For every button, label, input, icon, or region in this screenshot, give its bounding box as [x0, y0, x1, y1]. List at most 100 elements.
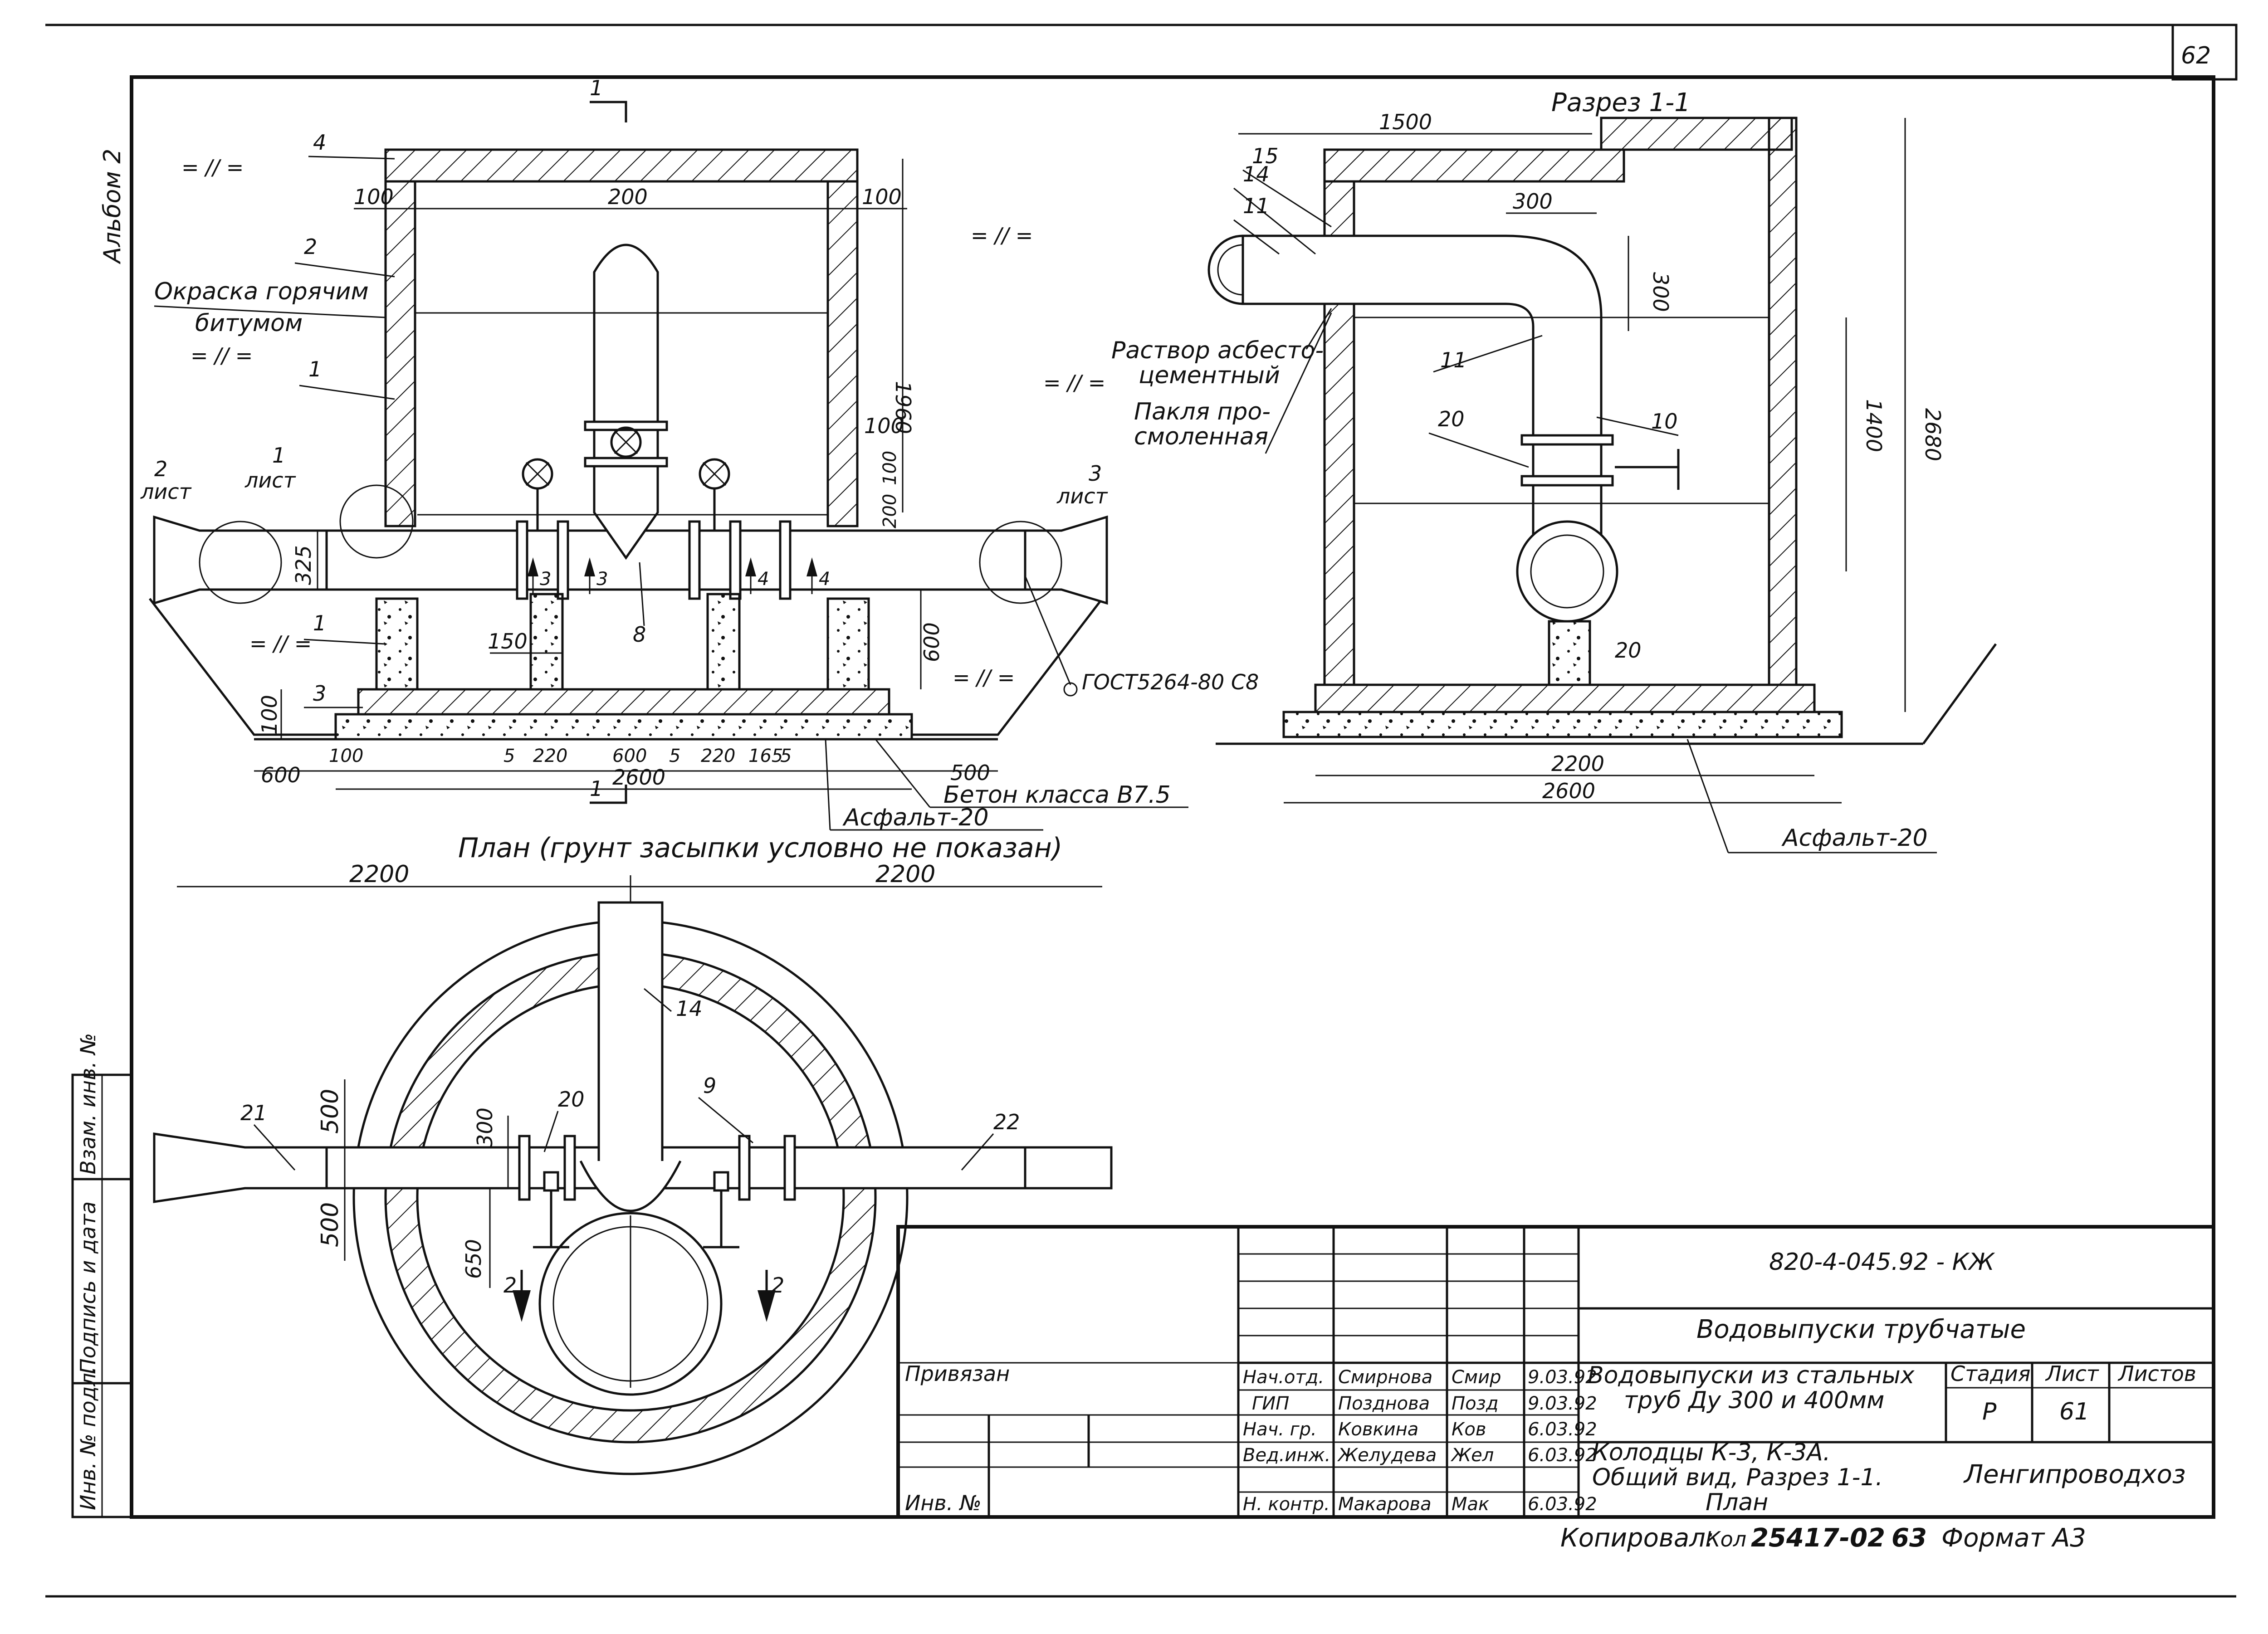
outlet-funnel — [1024, 515, 1108, 605]
callout-14: 14 — [676, 996, 703, 1021]
callout-20: 20 — [558, 1087, 585, 1112]
row-role: Вед.инж. — [1243, 1445, 1330, 1466]
callout-20: 20 — [1438, 407, 1465, 431]
left-embankment — [149, 598, 336, 736]
dim-2200: 2200 — [1551, 751, 1604, 776]
row-signature: Мак — [1452, 1494, 1489, 1515]
stage-label: Стадия — [1950, 1361, 2030, 1386]
dim-650: 650 — [461, 1239, 486, 1279]
callout-2: 2 — [304, 234, 317, 259]
vertical-riser — [593, 244, 659, 560]
plan-inlet-funnel — [153, 1132, 328, 1203]
dim-220b: 220 — [701, 746, 735, 766]
chamber-wall-right — [826, 180, 859, 527]
dim-100: 100 — [862, 185, 902, 209]
inv-no-label: Инв. № — [905, 1491, 982, 1515]
leader — [1686, 739, 1729, 853]
flange — [688, 520, 701, 600]
dim-100c: 100 — [864, 414, 904, 438]
cut-mark-top — [590, 101, 627, 122]
plan-view: План (грунт засыпки условно не показан) … — [153, 832, 1113, 1475]
dim-300b: 300 — [1648, 272, 1673, 312]
doc-code: 820-4-045.92 - КЖ — [1769, 1249, 1995, 1276]
signature-row: Нач.отд. Смирнова Смир 9.03.92 — [1243, 1367, 1597, 1388]
row-role: Нач.отд. — [1243, 1367, 1324, 1388]
signature-row: Нач. гр. Ковкина Ков 6.03.92 — [1243, 1419, 1597, 1440]
row-date: 6.03.92 — [1528, 1419, 1597, 1440]
right-slope — [1922, 643, 1997, 745]
pipe-flange — [1520, 475, 1614, 487]
dim-600-vert: 600 — [919, 622, 944, 662]
row-role: Н. контр. — [1243, 1494, 1330, 1515]
wall-right — [1768, 117, 1798, 686]
callout-4: 4 — [313, 130, 326, 155]
callout-1b: 1 — [313, 611, 326, 635]
list-3-label: лист — [1056, 484, 1108, 508]
top-hatch — [1600, 117, 1793, 151]
sheet-value: 61 — [2059, 1398, 2089, 1425]
cut-mark-bottom — [590, 785, 627, 804]
row-role: ГИП — [1252, 1393, 1289, 1414]
plan-bend — [579, 1160, 682, 1212]
dim-600: 600 — [261, 763, 301, 787]
signature-row: Вед.инж. Желудева Жел 6.03.92 — [1243, 1445, 1597, 1466]
dim-100d: 100 — [880, 451, 900, 485]
asphalt-label: Асфальт-20 — [842, 804, 989, 831]
equals-mark: = // = — [181, 155, 244, 180]
dim-100f: 100 — [329, 746, 363, 766]
flange — [729, 520, 742, 600]
side-stamp: Взам. инв. № Подпись и дата Инв. № подл. — [71, 1033, 133, 1518]
row-role: Нач. гр. — [1243, 1419, 1317, 1440]
valve-body-icon — [543, 1171, 559, 1192]
row-date: 6.03.92 — [1528, 1494, 1597, 1515]
base-slab — [1314, 683, 1816, 713]
list-2-num: 2 — [154, 457, 167, 481]
leader — [825, 739, 831, 830]
copied-number: 25417-02 — [1751, 1523, 1885, 1553]
dim-220a: 220 — [533, 746, 567, 766]
equals-mark: = // = — [1043, 371, 1105, 395]
sheet-title: Колодцы К-3, К-3А. — [1592, 1439, 1830, 1466]
dim-500-bottom: 500 — [317, 1202, 344, 1247]
stage-value: Р — [1982, 1398, 1997, 1425]
equals-mark: = // = — [971, 223, 1033, 248]
row-name: Желудева — [1337, 1445, 1437, 1466]
callout-11: 11 — [1243, 194, 1270, 218]
plan-title: План (грунт засыпки условно не показан) — [458, 832, 1062, 864]
arrow-4a-label: 4 — [758, 569, 769, 590]
dim-150: 150 — [488, 629, 528, 654]
page-number-box — [2171, 24, 2238, 81]
dim-600b: 600 — [612, 746, 647, 766]
dim-165: 165 — [748, 746, 783, 766]
copied-label: Копировал: — [1560, 1523, 1714, 1553]
stamp-cell-1: Взам. инв. № — [76, 1033, 100, 1175]
title-block: 820-4-045.92 - КЖ Водовыпуски трубчатые … — [896, 1225, 2215, 1519]
row-signature: Смир — [1452, 1367, 1501, 1388]
subtitle: Водовыпуски из стальных — [1588, 1362, 1915, 1389]
dim-100: 100 — [354, 185, 394, 209]
section-1-1: Разрез 1-1 1500 300 300 1400 2680 20 — [1111, 88, 1997, 854]
detail-circle-3 — [979, 521, 1062, 604]
dim-1960: 1960 — [891, 381, 915, 434]
arrow-3a-label: 3 — [540, 569, 551, 590]
sheet-title-3: План — [1706, 1489, 1768, 1516]
callout-14: 14 — [1243, 162, 1270, 186]
dim-300a: 300 — [1513, 189, 1553, 214]
paint-label: Окраска горячим — [154, 278, 369, 305]
gost-weld-label: ГОСТ5264-80 С8 — [1082, 670, 1259, 694]
pipe-support — [529, 593, 564, 691]
dim-325: 325 — [291, 545, 316, 585]
dim-2600: 2600 — [612, 765, 665, 790]
dim-300: 300 — [473, 1107, 497, 1147]
row-name: Позднова — [1338, 1393, 1430, 1414]
concrete-label: Бетон класса В7.5 — [943, 781, 1171, 809]
pipe-support — [706, 593, 741, 691]
subtitle-2: труб Ду 300 и 400мм — [1624, 1387, 1884, 1414]
copied-sign: Кол — [1706, 1527, 1746, 1551]
arrow-3b-label: 3 — [596, 569, 608, 590]
main-section: 1 1 4 2 1 1 3 8 Окраска горячим битумом … — [140, 76, 1259, 831]
right-pier — [826, 597, 870, 691]
privyazan-label: Привязан — [905, 1361, 1010, 1386]
dim-100-base: 100 — [257, 695, 282, 735]
